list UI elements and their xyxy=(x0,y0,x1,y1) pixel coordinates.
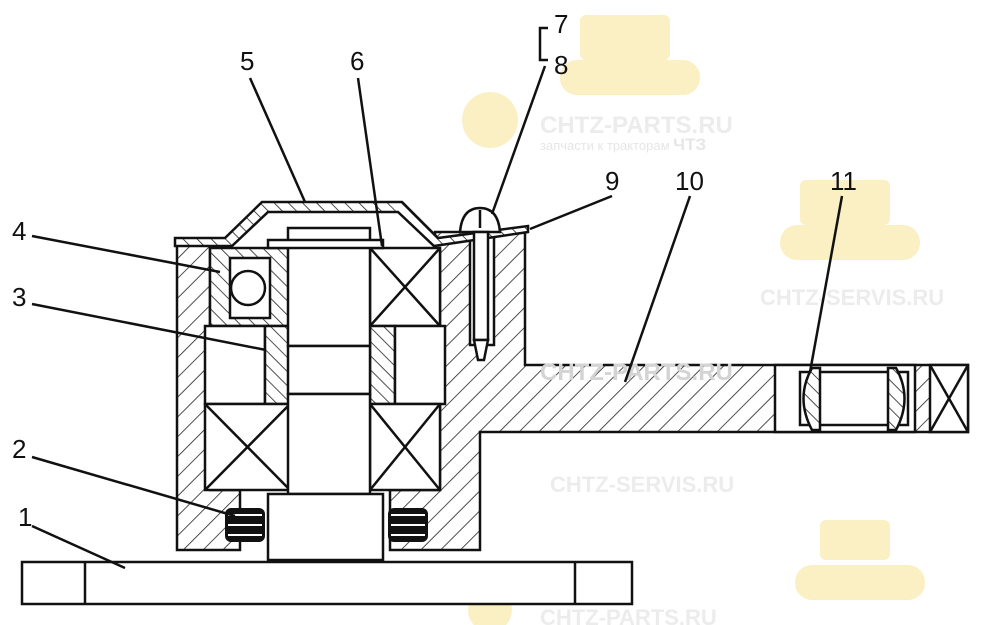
label-4: 4 xyxy=(12,216,26,246)
watermark-servis-site: CHTZ-SERVIS.RU xyxy=(760,285,944,310)
label-5: 5 xyxy=(240,46,254,76)
label-2: 2 xyxy=(12,434,26,464)
label-3: 3 xyxy=(12,282,26,312)
label-10: 10 xyxy=(675,166,704,196)
watermark-parts-site-3: CHTZ-PARTS.RU xyxy=(540,605,717,625)
watermark-tagline: запчасти к тракторам ЧТЗ xyxy=(540,135,706,154)
screw xyxy=(458,206,502,362)
watermark-servis-site-2: CHTZ-SERVIS.RU xyxy=(550,472,734,497)
label-9: 9 xyxy=(605,166,619,196)
watermark-group: CHTZ-PARTS.RU запчасти к тракторам ЧТЗ C… xyxy=(462,15,944,625)
watermark-parts-site-2: CHTZ-PARTS.RU xyxy=(540,359,733,386)
roller-bearing xyxy=(203,324,447,406)
washer xyxy=(266,238,385,250)
label-6: 6 xyxy=(350,46,364,76)
lower-bearing xyxy=(203,402,442,492)
leader-lines xyxy=(31,26,844,570)
shaft xyxy=(266,226,385,562)
label-7: 7 xyxy=(554,9,568,39)
label-1: 1 xyxy=(18,502,32,532)
cover xyxy=(173,200,530,248)
label-11: 11 xyxy=(830,166,857,196)
base-plate xyxy=(20,560,634,606)
watermark-parts-site: CHTZ-PARTS.RU xyxy=(540,112,733,139)
label-8: 8 xyxy=(554,50,568,80)
spherical-bushing xyxy=(773,363,970,434)
